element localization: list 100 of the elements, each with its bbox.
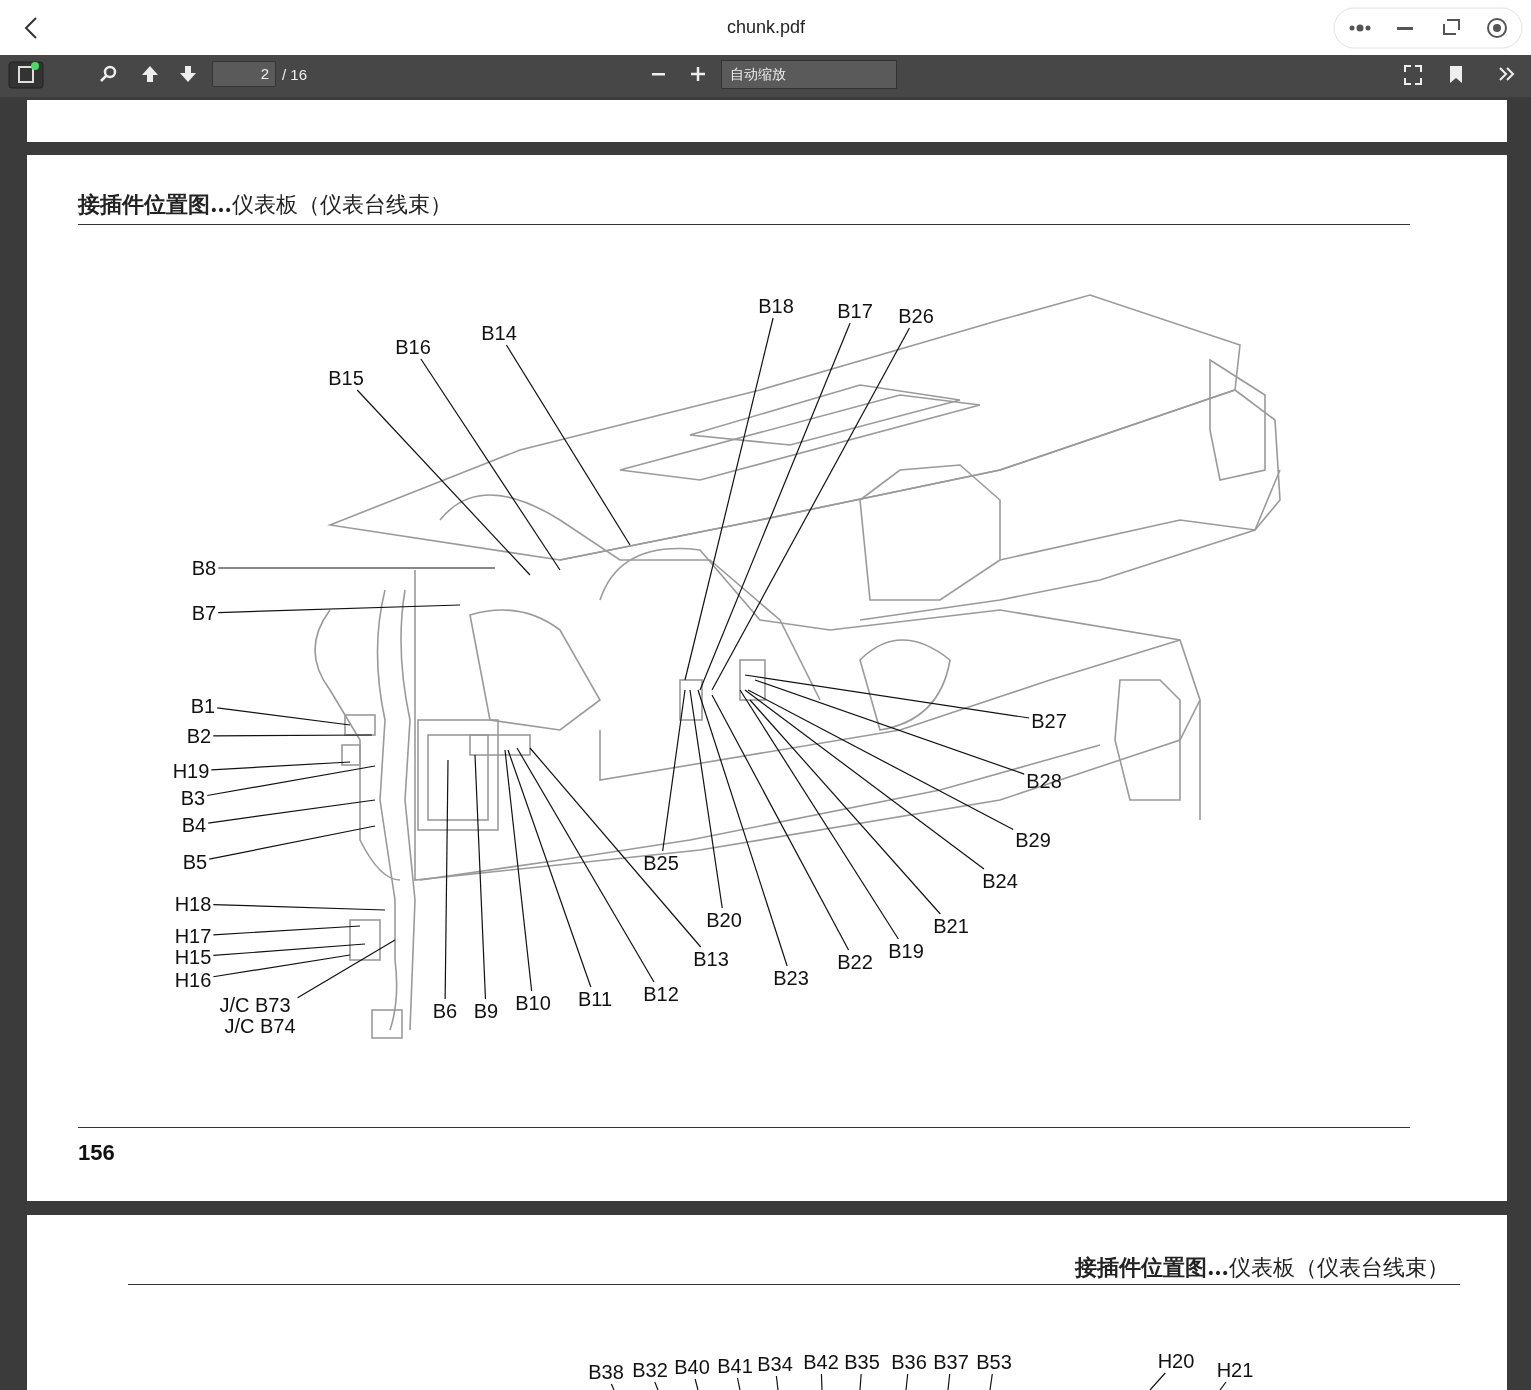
callout-label: H21 (1216, 1359, 1254, 1381)
callout-label: B36 (891, 1351, 927, 1373)
leader-line (212, 904, 386, 911)
leader-line (859, 1373, 862, 1390)
leader-line (212, 734, 373, 737)
callout-label: J/C B74 (224, 1015, 296, 1037)
callout-label: B11 (577, 988, 613, 1010)
callout-label: B21 (933, 915, 969, 937)
leader-line (744, 689, 985, 870)
callout-label: B15 (328, 367, 364, 389)
leader-line (356, 389, 531, 576)
callout-label: H17 (174, 925, 212, 947)
callout-label: B10 (515, 992, 551, 1014)
leader-line (775, 1375, 779, 1390)
callout-label: B42 (803, 1351, 839, 1373)
leader-line (516, 747, 655, 983)
callout-label: B19 (888, 940, 924, 962)
callout-label: H15 (174, 946, 212, 968)
leader-line (654, 1381, 659, 1390)
leader-line (689, 689, 723, 909)
callout-label: J/C B73 (219, 994, 291, 1016)
page-title: 接插件位置图…仪表板（仪表台线束） (78, 190, 452, 219)
callout-label: B40 (674, 1356, 710, 1378)
callout-label: B5 (182, 851, 208, 873)
leader-line (739, 689, 899, 940)
leader-line (947, 1373, 951, 1390)
leader-line (1219, 1381, 1227, 1390)
callout-label: B41 (717, 1355, 753, 1377)
leader-line (736, 1377, 741, 1390)
callout-label: B53 (976, 1351, 1012, 1373)
leader-line (747, 689, 1014, 831)
leader-line (697, 689, 788, 967)
callout-label: H16 (174, 969, 212, 991)
leader-line (296, 939, 396, 999)
callout-label: B27 (1031, 710, 1067, 732)
leader-line (507, 749, 592, 988)
leader-line (711, 327, 911, 691)
leader-line (699, 322, 851, 691)
page-count: / 16 (282, 66, 308, 83)
callout-label: B18 (758, 295, 794, 317)
callout-label: H19 (172, 760, 210, 782)
callout-label: B7 (191, 602, 217, 624)
leader-line (711, 694, 850, 951)
callout-label: B34 (757, 1353, 793, 1375)
leader-line (207, 799, 376, 824)
callout-label: B26 (898, 305, 934, 327)
callout-label: B35 (844, 1351, 880, 1373)
leader-line (212, 943, 366, 957)
callout-label: B20 (706, 909, 742, 931)
callout-label: B3 (180, 787, 206, 809)
callout-label: B1 (190, 695, 216, 717)
callout-label: B22 (837, 951, 873, 973)
callout-label: B8 (191, 557, 217, 579)
leader-line (684, 317, 774, 681)
callout-label: H18 (174, 893, 212, 915)
pdf-file-name: chunk.pdf (726, 17, 806, 38)
callout-label: B16 (395, 336, 431, 358)
leader-line (749, 699, 941, 915)
leader-line (212, 925, 361, 936)
leader-line (474, 754, 487, 1000)
callout-label: B28 (1026, 770, 1062, 792)
leader-line (212, 954, 351, 978)
leader-line (505, 344, 631, 546)
leader-line (504, 749, 533, 992)
leader-line (905, 1373, 909, 1390)
callout-label: B37 (933, 1351, 969, 1373)
callout-label: H20 (1157, 1350, 1195, 1372)
callout-label: B29 (1015, 829, 1051, 851)
leader-line (444, 759, 449, 1000)
callout-label: B23 (773, 967, 809, 989)
callout-label: B12 (643, 983, 679, 1005)
leader-line (529, 747, 702, 948)
leader-line (420, 358, 561, 571)
callout-label: B2 (186, 725, 212, 747)
callout-label: B6 (432, 1000, 458, 1022)
callout-label: B24 (982, 870, 1018, 892)
leader-line (210, 761, 351, 771)
leader-line (989, 1373, 993, 1390)
callout-label: B4 (181, 814, 207, 836)
leader-line (754, 679, 1025, 775)
callout-label: B13 (693, 948, 729, 970)
page-number-field: 2 (212, 61, 276, 87)
callout-label: B9 (473, 1000, 499, 1022)
leader-line (1149, 1372, 1166, 1390)
leader-line (208, 825, 376, 860)
callout-label: B17 (837, 300, 873, 322)
leader-line (662, 689, 686, 852)
leader-line (610, 1383, 615, 1390)
leader-line (217, 567, 496, 569)
callout-label: B25 (643, 852, 679, 874)
leader-line (216, 707, 351, 726)
leader-line (744, 674, 1030, 719)
leader-line (206, 765, 376, 797)
callout-label: B14 (481, 322, 517, 344)
zoom-select: 自动缩放 (721, 60, 897, 89)
callout-label: B32 (632, 1359, 668, 1381)
callout-label: B38 (588, 1361, 624, 1383)
page-number: 156 (78, 1140, 115, 1166)
leader-line (217, 604, 461, 614)
page-title: 接插件位置图…仪表板（仪表台线束） (1075, 1253, 1449, 1282)
